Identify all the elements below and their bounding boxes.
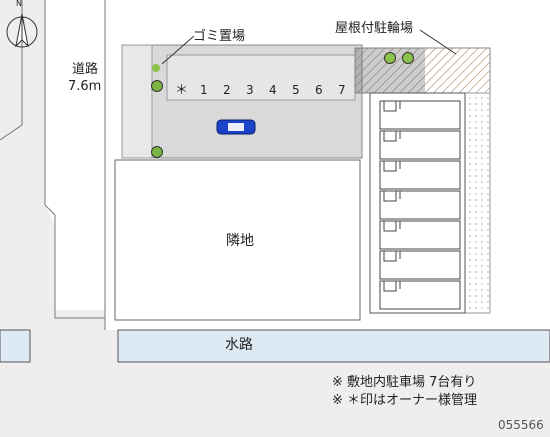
garden-strip bbox=[464, 92, 491, 314]
garbage-label: ゴミ置場 bbox=[193, 29, 246, 44]
stall-4: 4 bbox=[269, 83, 277, 97]
apartment-building bbox=[369, 92, 466, 314]
neighbor-lot bbox=[114, 159, 361, 321]
tree-icon bbox=[151, 80, 163, 92]
stall-7: 7 bbox=[338, 83, 346, 97]
tree-icon bbox=[384, 52, 396, 64]
stall-3: 3 bbox=[246, 83, 254, 97]
owner-managed-mark: ＊ bbox=[175, 83, 189, 98]
map-id: 055566 bbox=[498, 418, 544, 432]
road-name: 道路 bbox=[72, 62, 99, 77]
north-label: N bbox=[16, 0, 22, 8]
road-edge-left bbox=[0, 0, 23, 141]
note-parking-count: ※ 敷地内駐車場 7台有り bbox=[332, 375, 477, 390]
waterway-channel bbox=[117, 329, 550, 363]
car-icon bbox=[216, 119, 256, 135]
north-arrow-icon bbox=[6, 13, 38, 48]
bike-leader-line bbox=[420, 29, 457, 55]
stall-1: 1 bbox=[200, 83, 208, 97]
shrub-icon bbox=[152, 64, 160, 72]
bike-parking bbox=[354, 47, 491, 94]
road-edge-right bbox=[44, 0, 105, 319]
tree-icon bbox=[402, 52, 414, 64]
road-width: 7.6m bbox=[68, 79, 102, 94]
stall-2: 2 bbox=[223, 83, 231, 97]
stall-6: 6 bbox=[315, 83, 323, 97]
neighbor-label: 隣地 bbox=[226, 233, 254, 249]
note-owner-managed: ※ ＊印はオーナー様管理 bbox=[332, 393, 478, 408]
garbage-leader-line bbox=[161, 36, 195, 65]
tree-icon bbox=[151, 146, 163, 158]
waterway-label: 水路 bbox=[225, 337, 253, 353]
bike-parking-label: 屋根付駐輪場 bbox=[335, 21, 414, 36]
apartment-units bbox=[379, 100, 461, 310]
stall-5: 5 bbox=[292, 83, 300, 97]
